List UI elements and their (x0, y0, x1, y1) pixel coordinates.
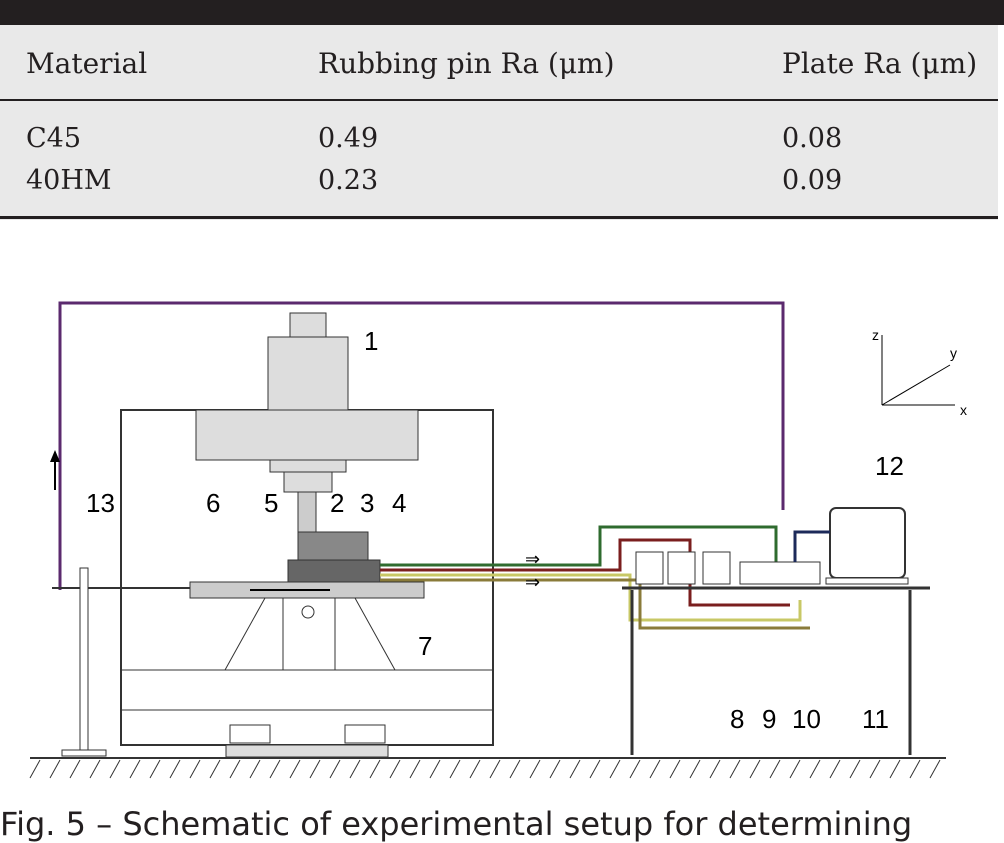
roughness-table: Material Rubbing pin Ra (μm) Plate Ra (μ… (0, 25, 998, 220)
setup-schematic: ⇒ ⇒ z y x 1 2 3 4 5 6 7 8 9 10 11 12 13 (29, 301, 967, 779)
axis-x: x (960, 402, 967, 418)
label-11: 11 (862, 704, 889, 734)
axis-z: z (872, 327, 879, 343)
axis-y: y (950, 345, 957, 361)
cell: 40HM (26, 165, 112, 196)
label-3: 3 (360, 488, 374, 518)
cell: C45 (26, 123, 82, 154)
cell: 0.49 (318, 123, 379, 154)
label-13: 13 (86, 488, 115, 518)
header-pin-ra: Rubbing pin Ra (μm) (318, 47, 615, 80)
label-2: 2 (330, 488, 344, 518)
header-rule (0, 99, 998, 101)
label-9: 9 (762, 704, 776, 734)
svg-text:⇒: ⇒ (525, 572, 540, 592)
label-12: 12 (875, 451, 904, 481)
label-4: 4 (392, 488, 406, 518)
label-10: 10 (792, 704, 821, 734)
label-7: 7 (418, 631, 432, 661)
cell: 0.23 (318, 165, 379, 196)
header-material: Material (26, 47, 148, 80)
bottom-rule (0, 216, 998, 219)
header-plate-ra: Plate Ra (μm) (782, 47, 978, 80)
figure-caption: Fig. 5 – Schematic of experimental setup… (0, 805, 913, 843)
table-title-bar (0, 0, 1004, 25)
cell: 0.08 (782, 123, 843, 154)
cell: 0.09 (782, 165, 843, 196)
label-1: 1 (364, 326, 378, 356)
label-8: 8 (730, 704, 744, 734)
svg-text:⇒: ⇒ (525, 549, 540, 569)
label-6: 6 (206, 488, 220, 518)
label-5: 5 (264, 488, 278, 518)
